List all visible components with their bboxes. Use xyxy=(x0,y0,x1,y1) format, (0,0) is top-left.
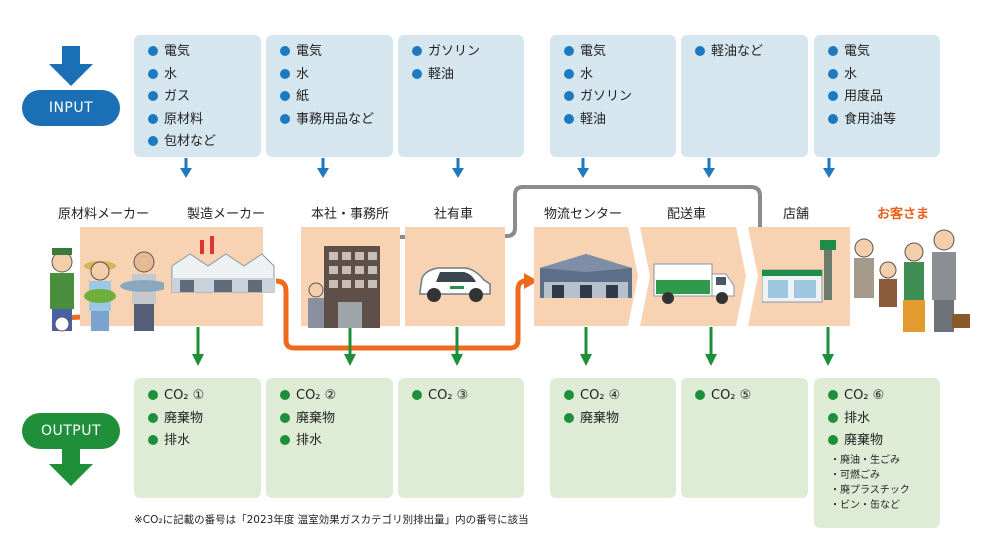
output-item: CO₂ ② xyxy=(280,385,393,408)
output-box-office: CO₂ ② 廃棄物 排水 xyxy=(266,378,393,498)
output-item: CO₂ ③ xyxy=(412,385,524,408)
company-car-illustration xyxy=(419,267,491,302)
input-item: 水 xyxy=(148,64,261,87)
input-badge: INPUT xyxy=(22,90,120,126)
output-item: 廃棄物 xyxy=(828,430,940,453)
input-item: ガス xyxy=(148,86,261,109)
customer-child xyxy=(879,261,897,307)
output-item: CO₂ ⑤ xyxy=(695,385,808,408)
customer-businessman xyxy=(932,229,970,332)
input-item: 水 xyxy=(564,64,676,87)
customer-woman xyxy=(903,242,925,332)
input-box-store: 電気 水 用度品 食用油等 xyxy=(814,35,940,157)
convenience-store-illustration xyxy=(762,240,836,303)
logistics-center-illustration xyxy=(540,254,632,298)
input-item: 軽油 xyxy=(564,109,676,132)
input-item: 原材料 xyxy=(148,109,261,132)
input-item: ガソリン xyxy=(564,86,676,109)
output-item: 廃棄物 xyxy=(280,408,393,431)
output-box-manufacturing: CO₂ ① 廃棄物 排水 xyxy=(134,378,261,498)
stage-label-customers: お客さま xyxy=(877,207,930,222)
output-subitem: ・可燃ごみ xyxy=(830,469,880,481)
input-item: 水 xyxy=(828,64,940,87)
footnote: ※CO₂に記載の番号は「2023年度 温室効果ガスカテゴリ別排出量」内の番号に該… xyxy=(134,514,529,526)
output-item: 排水 xyxy=(828,408,940,431)
input-item: 軽油 xyxy=(412,64,524,87)
output-item: 廃棄物 xyxy=(148,408,261,431)
input-box-company-car: ガソリン 軽油 xyxy=(398,35,524,157)
output-badge: OUTPUT xyxy=(22,413,120,449)
output-subitem: ・ビン・缶など xyxy=(830,499,900,511)
output-item: 排水 xyxy=(280,430,393,453)
stage-label-raw-material-maker: 原材料メーカー xyxy=(58,207,150,222)
output-item: 廃棄物 xyxy=(564,408,676,431)
input-item: 事務用品など xyxy=(280,109,393,132)
input-item: 電気 xyxy=(280,41,393,64)
office-building-illustration xyxy=(308,246,380,328)
input-item: 用度品 xyxy=(828,86,940,109)
fisherman xyxy=(120,251,164,331)
input-box-manufacturing: 電気 水 ガス 原材料 包材など xyxy=(134,35,261,157)
output-down-arrow-icon xyxy=(49,444,93,486)
input-item: 電気 xyxy=(148,41,261,64)
output-box-store: CO₂ ⑥ 排水 廃棄物 ・廃油・生ごみ ・可燃ごみ ・廃プラスチック ・ビン・… xyxy=(814,378,940,528)
output-item: 排水 xyxy=(148,430,261,453)
input-item: 水 xyxy=(280,64,393,87)
input-item: 電気 xyxy=(828,41,940,64)
input-item: 包材など xyxy=(148,131,261,154)
stage-label-logistics-center: 物流センター xyxy=(544,207,623,222)
farmer-2 xyxy=(84,261,116,331)
customer-man xyxy=(854,238,874,298)
input-item: 食用油等 xyxy=(828,109,940,132)
stage-label-delivery-truck: 配送車 xyxy=(667,207,707,222)
input-down-arrow-icon xyxy=(49,46,93,86)
output-subitem: ・廃油・生ごみ xyxy=(830,454,900,466)
output-item: CO₂ ④ xyxy=(564,385,676,408)
input-box-logistics-center: 電気 水 ガソリン 軽油 xyxy=(550,35,676,157)
input-item: ガソリン xyxy=(412,41,524,64)
input-item: 軽油など xyxy=(695,41,808,64)
farmers-illustration xyxy=(50,248,164,332)
output-box-logistics-center: CO₂ ④ 廃棄物 xyxy=(550,378,676,498)
output-item: CO₂ ① xyxy=(148,385,261,408)
input-box-delivery-truck: 軽油など xyxy=(681,35,808,157)
output-item: CO₂ ⑥ xyxy=(828,385,940,408)
farmer-1 xyxy=(50,248,74,332)
output-subitem: ・廃プラスチック xyxy=(830,484,910,496)
stage-label-head-office: 本社・事務所 xyxy=(311,207,390,222)
stage-label-manufacturer: 製造メーカー xyxy=(187,207,266,222)
output-box-delivery-truck: CO₂ ⑤ xyxy=(681,378,808,498)
stage-label-store: 店舗 xyxy=(783,207,810,222)
delivery-truck-illustration xyxy=(653,263,735,304)
customers-illustration xyxy=(854,229,970,332)
input-item: 電気 xyxy=(564,41,676,64)
stage-label-company-car: 社有車 xyxy=(434,207,474,222)
input-item: 紙 xyxy=(280,86,393,109)
input-box-office: 電気 水 紙 事務用品など xyxy=(266,35,393,157)
output-box-company-car: CO₂ ③ xyxy=(398,378,524,498)
factory-illustration xyxy=(171,236,275,293)
